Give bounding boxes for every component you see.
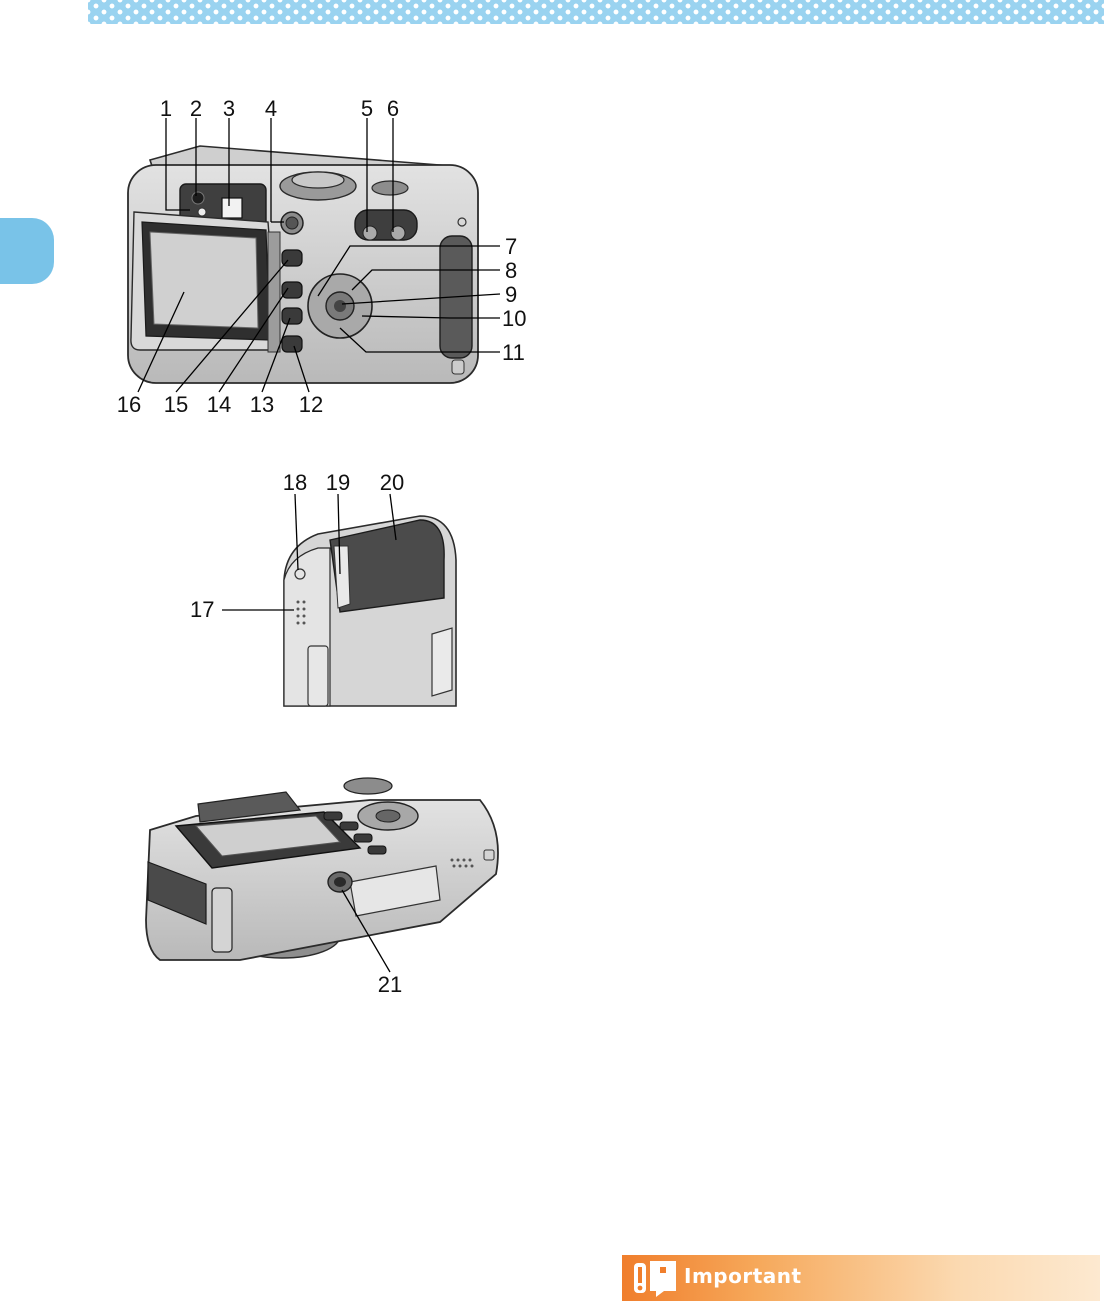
callout-14: 14 [207, 392, 231, 417]
callout-19: 19 [326, 470, 350, 495]
callout-4: 4 [265, 96, 277, 121]
callout-1: 1 [160, 96, 172, 121]
callout-16: 16 [117, 392, 141, 417]
callout-12: 12 [299, 392, 323, 417]
callout-18: 18 [283, 470, 307, 495]
callout-20: 20 [380, 470, 404, 495]
callout-15: 15 [164, 392, 188, 417]
callout-8: 8 [505, 258, 517, 283]
exclamation-note-icon [632, 1257, 682, 1299]
callout-11: 11 [502, 340, 525, 365]
callout-3: 3 [223, 96, 235, 121]
callout-7: 7 [505, 234, 517, 259]
callout-9: 9 [505, 282, 517, 307]
callout-17: 17 [190, 597, 214, 622]
callout-13: 13 [250, 392, 274, 417]
callout-6: 6 [387, 96, 399, 121]
camera-bottom-view: 21 [146, 778, 498, 997]
important-label: Important [684, 1264, 802, 1288]
important-note-header: Important [622, 1255, 1100, 1301]
camera-side-view: 18 19 20 17 [190, 470, 456, 706]
camera-back-view: 1 2 3 4 5 6 7 8 9 10 11 16 15 14 13 12 [117, 96, 527, 417]
callout-2: 2 [190, 96, 202, 121]
callout-10: 10 [502, 306, 526, 331]
callout-5: 5 [361, 96, 373, 121]
callout-21: 21 [378, 972, 402, 997]
